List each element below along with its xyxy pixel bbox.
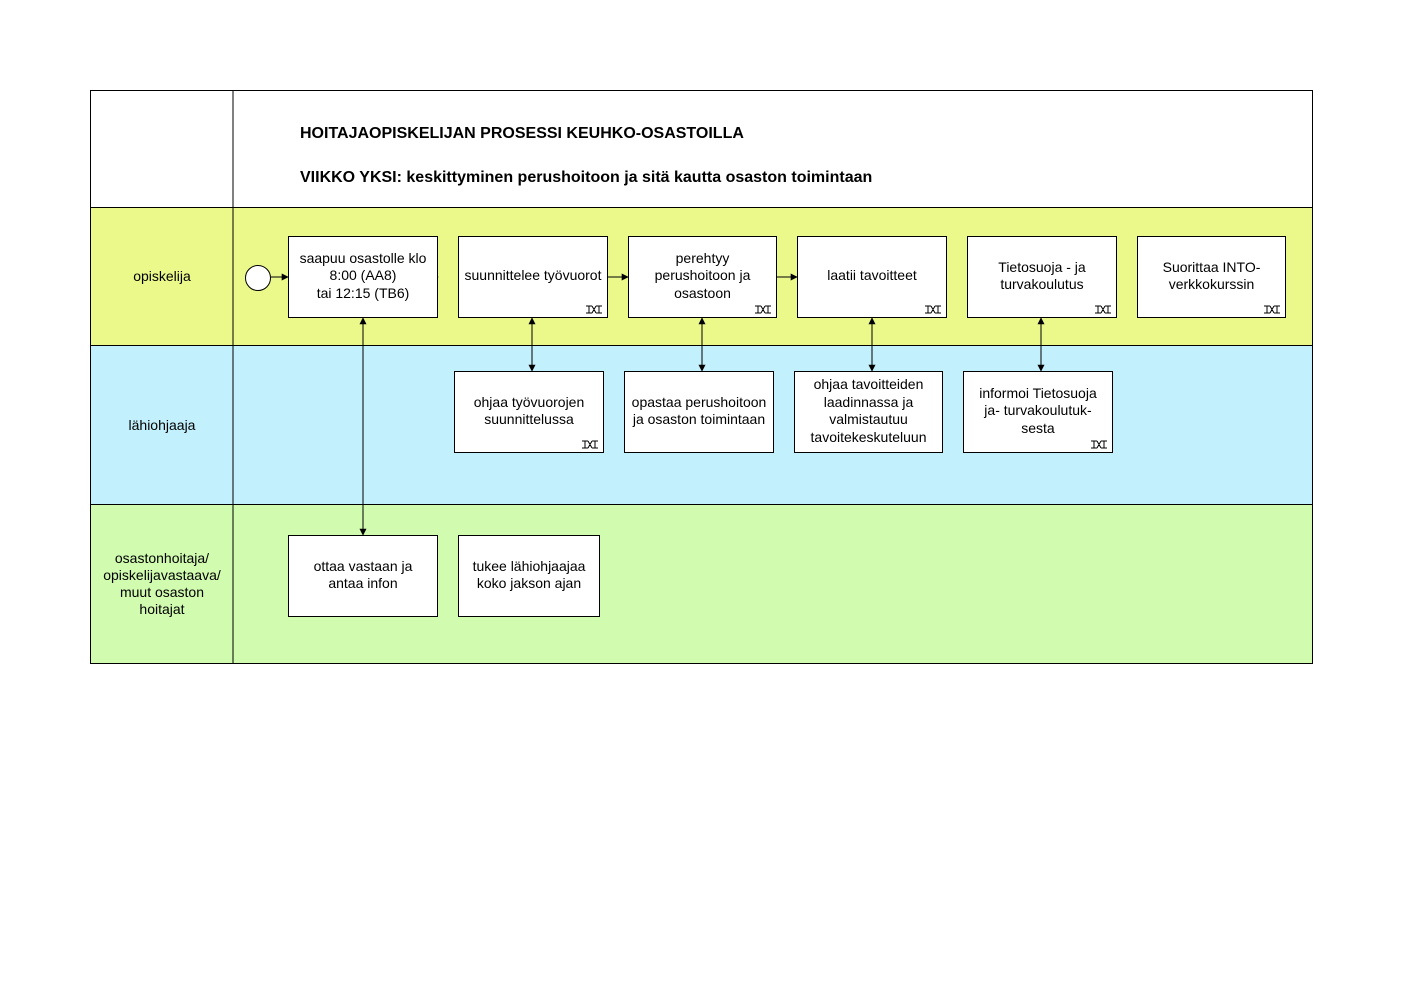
subprocess-link-icon — [1095, 305, 1111, 314]
task-privacy-training[interactable]: Tietosuoja - ja turvakoulutus — [967, 236, 1117, 318]
subprocess-link-icon — [925, 305, 941, 314]
subprocess-link-icon — [1264, 305, 1280, 314]
task-label: opastaa perushoitoon ja osaston toiminta… — [631, 393, 767, 428]
task-inform-privacy[interactable]: informoi Tietosuoja ja- turvakoulutuk- s… — [963, 371, 1113, 453]
task-label: ohjaa tavoitteiden laadinnassa ja valmis… — [810, 376, 927, 445]
task-label: ohjaa työvuorojen suunnittelussa — [473, 393, 585, 428]
task-label: Suorittaa INTO- verkkokurssin — [1162, 258, 1261, 293]
lane-label-student: opiskelija — [133, 268, 191, 284]
task-plan-shifts[interactable]: suunnittelee työvuorot — [458, 236, 608, 318]
subprocess-link-icon — [755, 305, 771, 314]
task-guide-basic-care[interactable]: opastaa perushoitoon ja osaston toiminta… — [624, 371, 774, 453]
task-label: informoi Tietosuoja ja- turvakoulutuk- s… — [979, 384, 1097, 436]
task-guide-shift-planning[interactable]: ohjaa työvuorojen suunnittelussa — [454, 371, 604, 453]
diagram-header — [90, 90, 1313, 208]
task-label: laatii tavoitteet — [827, 267, 917, 284]
lane-staff — [90, 504, 1313, 664]
task-label: saapuu osastolle klo 8:00 (AA8) tai 12:1… — [299, 249, 427, 301]
subprocess-link-icon — [582, 440, 598, 449]
lane-label-staff: osastonhoitaja/ opiskelijavastaava/ muut… — [103, 550, 221, 617]
task-support-supervisor[interactable]: tukee lähiohjaajaa koko jakson ajan — [458, 535, 600, 617]
task-into-course[interactable]: Suorittaa INTO- verkkokurssin — [1137, 236, 1286, 318]
task-set-goals[interactable]: laatii tavoitteet — [797, 236, 947, 318]
task-label: Tietosuoja - ja turvakoulutus — [998, 258, 1086, 293]
task-receive-and-inform[interactable]: ottaa vastaan ja antaa infon — [288, 535, 438, 617]
diagram-subtitle: VIIKKO YKSI: keskittyminen perushoitoon … — [300, 169, 873, 186]
task-guide-goals[interactable]: ohjaa tavoitteiden laadinnassa ja valmis… — [794, 371, 943, 453]
task-label: ottaa vastaan ja antaa infon — [313, 557, 413, 592]
subprocess-link-icon — [586, 305, 602, 314]
start-event-icon — [245, 265, 271, 291]
task-label: perehtyy perushoitoon ja osastoon — [654, 249, 751, 301]
subprocess-link-icon — [1091, 440, 1107, 449]
task-label: suunnittelee työvuorot — [464, 267, 602, 284]
lane-label-supervisor: lähiohjaaja — [128, 416, 196, 433]
task-label: tukee lähiohjaajaa koko jakson ajan — [472, 557, 586, 592]
task-arrive[interactable]: saapuu osastolle klo 8:00 (AA8) tai 12:1… — [288, 236, 438, 318]
diagram-title: HOITAJAOPISKELIJAN PROSESSI KEUHKO-OSAST… — [300, 125, 744, 142]
task-learn-basic-care[interactable]: perehtyy perushoitoon ja osastoon — [628, 236, 777, 318]
